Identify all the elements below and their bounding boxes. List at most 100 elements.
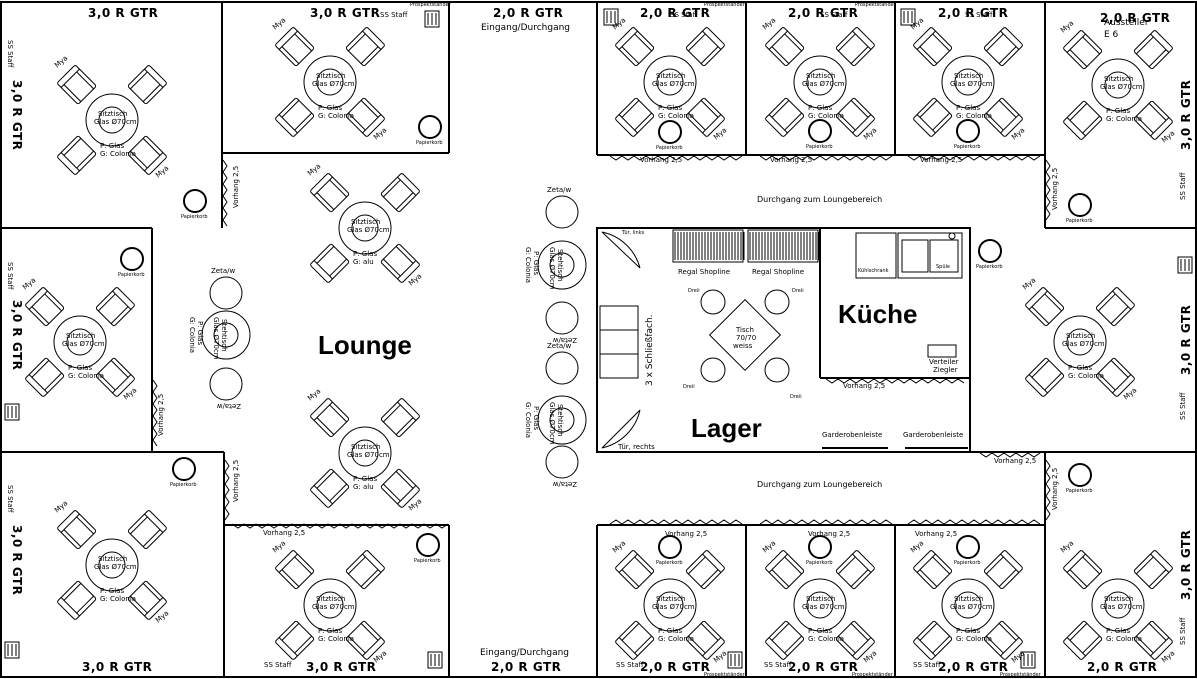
stool-label: Zeta/w bbox=[547, 342, 571, 350]
curtain-label: Vorhang 2,5 bbox=[157, 394, 165, 436]
table-base bbox=[316, 68, 344, 96]
standing-table-label: Stehtisch bbox=[556, 404, 564, 437]
table-label: Sitztisch bbox=[1066, 332, 1095, 340]
storage-room: Regal Shopline Regal Shopline 3 x Schlie… bbox=[599, 229, 968, 451]
table-label: Sitztisch bbox=[316, 595, 345, 603]
standing-table-label: Glas Ø70cm bbox=[548, 247, 556, 290]
chair bbox=[983, 549, 1024, 590]
table-label: G: Colonia bbox=[100, 595, 136, 603]
chair bbox=[1133, 549, 1174, 590]
table-label: P: Glas bbox=[318, 627, 342, 635]
chair-label: Mya bbox=[53, 499, 69, 514]
table-label: P: Glas bbox=[1068, 364, 1092, 372]
table-label: P: Glas bbox=[353, 250, 377, 258]
table-label: G: Colonia bbox=[956, 112, 992, 120]
distributor-label: Ziegler bbox=[933, 366, 958, 374]
table-base bbox=[66, 328, 94, 356]
table-base bbox=[954, 68, 982, 96]
table-label: G: Colonia bbox=[808, 635, 844, 643]
standing-table-label: P: Glas bbox=[196, 321, 204, 345]
table-label: Glas Ø70cm bbox=[1100, 603, 1143, 611]
waste-basket-icon bbox=[808, 535, 832, 559]
table-label: Glas Ø70cm bbox=[652, 80, 695, 88]
curtain-label: Vorhang 2,5 bbox=[1051, 468, 1059, 510]
basket-label: Papierkorb bbox=[656, 145, 683, 151]
round-table bbox=[1053, 315, 1107, 369]
booth-label: 3,0 R GTR bbox=[82, 660, 152, 674]
table-base bbox=[351, 214, 379, 242]
curtain-label: Vorhang 2,5 bbox=[232, 460, 240, 502]
chair-label: Mya bbox=[1160, 649, 1176, 664]
table-label: Glas Ø70cm bbox=[652, 603, 695, 611]
chair-label: Mya bbox=[862, 126, 878, 141]
stool-label: Zeta/w bbox=[553, 336, 577, 344]
staff-label: SS Staff bbox=[965, 11, 993, 19]
staff-label: SS Staff bbox=[6, 485, 14, 513]
curtain-label: Vorhang 2,5 bbox=[232, 166, 240, 208]
table-label: Sitztisch bbox=[98, 555, 127, 563]
standing-table bbox=[201, 310, 251, 360]
booth-label: 3,0 R GTR bbox=[10, 525, 24, 595]
booth-label: 3,0 R GTR bbox=[1179, 305, 1193, 375]
table-base bbox=[954, 591, 982, 619]
wall-label: Prospektständer bbox=[704, 2, 746, 8]
table-base bbox=[806, 591, 834, 619]
table-label: Glas Ø70cm bbox=[950, 603, 993, 611]
chair-label: Mya bbox=[407, 272, 423, 287]
waste-basket: Papierkorb bbox=[416, 115, 443, 146]
chair bbox=[274, 97, 315, 138]
table-label: G: Colonia bbox=[100, 150, 136, 158]
basket-label: Papierkorb bbox=[806, 144, 833, 150]
stool bbox=[545, 351, 579, 385]
curtain-label: Vorhang 2,5 bbox=[843, 382, 885, 390]
booth-label: 2,0 R GTR bbox=[938, 6, 1008, 20]
table-base bbox=[1104, 71, 1132, 99]
table-label: G: Colonia bbox=[658, 112, 694, 120]
chair bbox=[127, 509, 168, 550]
passage-label: Eingang/Durchgang bbox=[481, 23, 570, 33]
standing-table-label: Glas Ø70cm bbox=[212, 317, 220, 360]
stool-label: Zeta/w bbox=[217, 402, 241, 410]
table-label: P: Glas bbox=[68, 364, 92, 372]
waste-basket: Papierkorb bbox=[954, 535, 981, 566]
chair-label: Mya bbox=[53, 54, 69, 69]
curtains: Vorhang 2,5 Vorhang 2,5 Vorhang 2,5 Vorh… bbox=[152, 155, 1059, 538]
curtain-label: Vorhang 2,5 bbox=[915, 530, 957, 538]
chair-label: Mya bbox=[909, 539, 925, 554]
chair bbox=[56, 580, 97, 621]
waste-basket-icon bbox=[978, 239, 1002, 263]
standing-table bbox=[537, 240, 587, 290]
waste-basket-icon bbox=[658, 120, 682, 144]
standing-table-label: Stehtisch bbox=[220, 319, 228, 352]
chair bbox=[24, 357, 65, 398]
basket-label: Papierkorb bbox=[416, 140, 443, 146]
round-table bbox=[941, 578, 995, 632]
chair bbox=[912, 97, 953, 138]
chair bbox=[614, 97, 655, 138]
round-table bbox=[1091, 58, 1145, 112]
chair bbox=[95, 286, 136, 327]
table-label: P: Glas bbox=[808, 627, 832, 635]
standing-table-label: P: Glas bbox=[532, 251, 540, 275]
table-label: Sitztisch bbox=[806, 72, 835, 80]
waste-basket-icon bbox=[956, 535, 980, 559]
kitchen-title: Küche bbox=[838, 299, 917, 329]
chair bbox=[1062, 29, 1103, 70]
table-label: G: Colonia bbox=[1106, 635, 1142, 643]
booth-label: 2,0 R GTR bbox=[640, 660, 710, 674]
waste-basket: Papierkorb bbox=[181, 189, 208, 220]
square-table-label: weiss bbox=[733, 342, 753, 350]
table-base bbox=[98, 106, 126, 134]
table-label: P: Glas bbox=[1106, 107, 1130, 115]
table-label: P: Glas bbox=[956, 104, 980, 112]
table-base bbox=[316, 591, 344, 619]
wall-label: Prospektständer bbox=[1000, 672, 1042, 678]
waste-basket-icon bbox=[658, 535, 682, 559]
